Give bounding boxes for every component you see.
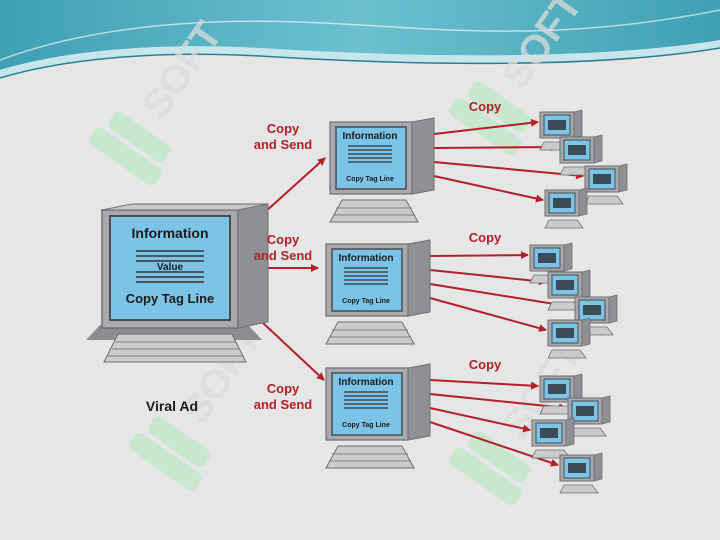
mid-tagline: Copy Tag Line bbox=[346, 176, 394, 183]
send-label-and-send: and Send bbox=[254, 397, 313, 412]
keyboard-icon bbox=[547, 349, 587, 359]
keyboard-icon bbox=[544, 219, 584, 229]
send-label-and-send: and Send bbox=[254, 248, 313, 263]
copy-label: Copy bbox=[469, 99, 502, 114]
send-label-copy: Copy bbox=[267, 381, 300, 396]
keyboard-icon bbox=[584, 195, 624, 205]
small-monitor-8 bbox=[547, 317, 591, 359]
header-banner bbox=[0, 0, 720, 79]
small-monitor-4 bbox=[544, 187, 588, 229]
arrow bbox=[433, 161, 584, 180]
arrow bbox=[429, 407, 531, 433]
arrow bbox=[433, 143, 559, 152]
arrow bbox=[429, 297, 547, 332]
arrow bbox=[429, 269, 547, 286]
keyboard-icon bbox=[325, 321, 415, 345]
mid-tagline: Copy Tag Line bbox=[342, 422, 390, 429]
copy-label: Copy bbox=[469, 230, 502, 245]
small-monitor-3 bbox=[584, 163, 628, 205]
main-monitor: Information Value Copy Tag Line bbox=[86, 203, 269, 363]
viral-ad-caption: Viral Ad bbox=[146, 398, 198, 414]
small-monitor-11 bbox=[531, 417, 575, 459]
keyboard-icon bbox=[559, 484, 599, 494]
mid-heading: Information bbox=[343, 131, 398, 142]
arrow bbox=[429, 393, 567, 412]
keyboard-icon bbox=[329, 199, 419, 223]
mid-heading: Information bbox=[339, 253, 394, 264]
main-heading: Information bbox=[132, 225, 209, 241]
arrow bbox=[433, 118, 539, 135]
arrow bbox=[429, 379, 539, 390]
small-monitor-9 bbox=[539, 373, 583, 415]
main-text-lines bbox=[136, 250, 204, 283]
small-monitor-1 bbox=[539, 109, 583, 151]
arrow bbox=[429, 251, 529, 260]
keyboard-icon bbox=[103, 333, 247, 363]
copy-label: Copy bbox=[469, 357, 502, 372]
main-tagline: Copy Tag Line bbox=[126, 291, 215, 306]
send-label-and-send: and Send bbox=[254, 137, 313, 152]
mid-tagline: Copy Tag Line bbox=[342, 298, 390, 305]
mid-heading: Information bbox=[339, 377, 394, 388]
keyboard-icon bbox=[325, 445, 415, 469]
small-monitor-2 bbox=[559, 134, 603, 176]
small-monitor-group bbox=[529, 109, 628, 494]
send-label-copy: Copy bbox=[267, 121, 300, 136]
arrow bbox=[433, 175, 544, 203]
main-value: Value bbox=[157, 262, 184, 273]
small-monitor-12 bbox=[559, 452, 603, 494]
arrow bbox=[429, 283, 574, 310]
send-label-copy: Copy bbox=[267, 232, 300, 247]
